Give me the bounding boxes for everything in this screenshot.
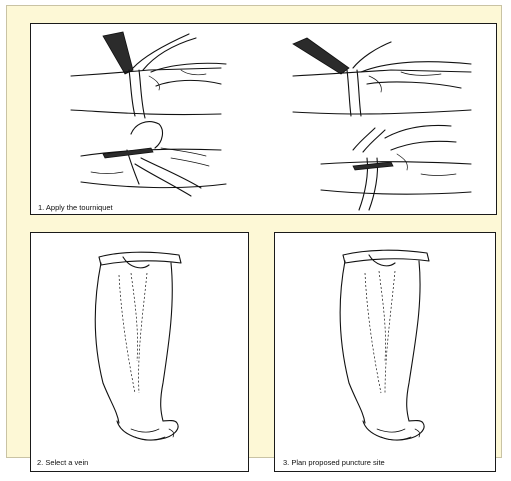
panel-plan-puncture-site: 3. Plan proposed puncture site (274, 232, 496, 472)
caption-select-vein: 2. Select a vein (37, 458, 88, 467)
tourniquet-step-c-drawing (81, 122, 226, 196)
arm-select-vein-drawing (31, 233, 250, 473)
caption-apply-tourniquet: 1. Apply the tourniquet (38, 203, 113, 212)
tourniquet-illustrations (31, 24, 498, 216)
tourniquet-step-b-drawing (293, 38, 471, 116)
tourniquet-step-d-drawing (321, 126, 471, 211)
tourniquet-step-a-drawing (71, 32, 226, 118)
arm-puncture-site-drawing (275, 233, 497, 473)
panel-apply-tourniquet: 1. Apply the tourniquet (30, 23, 497, 215)
panel-select-vein: 2. Select a vein (30, 232, 249, 472)
caption-plan-puncture-site: 3. Plan proposed puncture site (283, 458, 385, 467)
